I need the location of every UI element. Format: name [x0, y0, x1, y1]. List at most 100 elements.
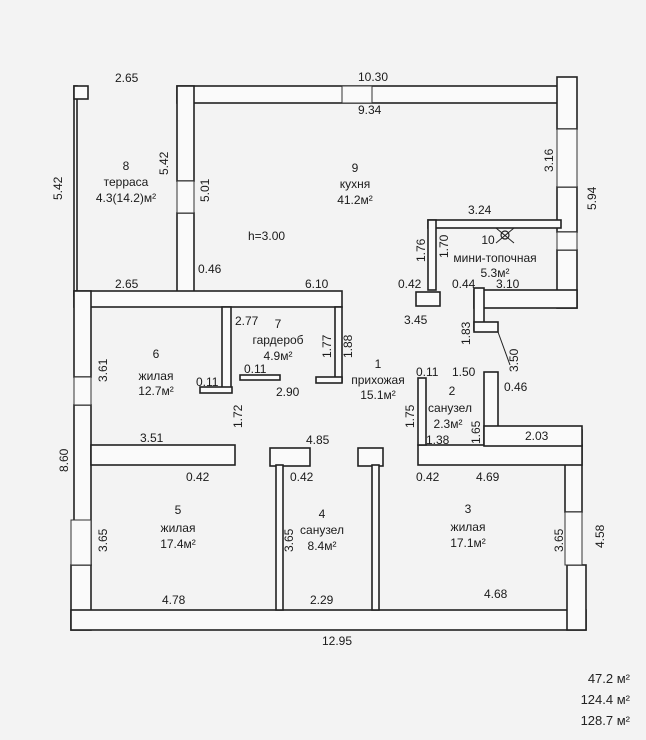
room-area: 17.4м² [160, 537, 196, 551]
dim-label: 10.30 [358, 70, 388, 84]
dim-label: 9.34 [358, 103, 382, 117]
dim-label: 1.88 [341, 334, 355, 358]
room-area: 5.3м² [481, 266, 510, 280]
dim-label: 3.10 [496, 277, 520, 291]
dim-label: 3.51 [140, 431, 164, 445]
dim-label: 6.10 [305, 277, 329, 291]
dim-label: 4.78 [162, 593, 186, 607]
dim-label: 12.95 [322, 634, 352, 648]
dim-label: 3.65 [552, 528, 566, 552]
room-name: жилая [139, 369, 174, 383]
dim-label: 1.83 [459, 321, 473, 345]
dim-label: 3.65 [282, 528, 296, 552]
room-8: 8 терраса 4.3(14.2)м² [96, 159, 156, 205]
room-2: 2 санузел 2.3м² [428, 384, 472, 431]
dim-label: 1.77 [320, 334, 334, 358]
room-name: санузел [428, 401, 472, 415]
room-area: 15.1м² [360, 388, 396, 402]
room-area: 2.3м² [434, 417, 463, 431]
room-name: кухня [340, 177, 371, 191]
room-name: санузел [300, 523, 344, 537]
dim-label: 4.85 [306, 433, 330, 447]
room-name: жилая [451, 520, 486, 534]
dim-label: 5.42 [157, 151, 171, 175]
boiler-icon [495, 227, 515, 244]
room-6: 6 жилая 12.7м² [138, 347, 174, 398]
dim-label: 4.58 [593, 524, 607, 548]
room-area: 4.3(14.2)м² [96, 191, 156, 205]
dim-label: 1.70 [437, 234, 451, 258]
room-num: 9 [352, 161, 359, 175]
room-name: гардероб [252, 333, 303, 347]
total-line: 128.7 м² [580, 713, 630, 728]
dim-label: 1.65 [469, 420, 483, 444]
dim-label: 1.50 [452, 365, 476, 379]
dim-label: 4.68 [484, 587, 508, 601]
ceiling-height-label: h=3.00 [248, 229, 285, 243]
area-totals: 47.2 м² 124.4 м² 128.7 м² [480, 668, 630, 731]
room-num: 2 [449, 384, 456, 398]
leader-line [497, 331, 511, 366]
room-num: 7 [275, 317, 282, 331]
windows [70, 85, 583, 566]
dim-label: 0.42 [290, 470, 314, 484]
room-area: 12.7м² [138, 384, 174, 398]
dim-label: 5.01 [198, 178, 212, 202]
room-1: 1 прихожая 15.1м² [351, 357, 404, 402]
dim-label: 2.77 [235, 314, 259, 328]
room-area: 8.4м² [308, 539, 337, 553]
dim-label: 0.46 [198, 262, 222, 276]
dim-label: 0.11 [416, 365, 439, 379]
walls [70, 76, 587, 631]
room-10: 10 мини-топочная 5.3м² [453, 233, 536, 280]
dim-label: 1.76 [414, 238, 428, 262]
dim-label: 5.42 [51, 176, 65, 200]
room-area: 4.9м² [264, 349, 293, 363]
dim-label: 3.61 [96, 358, 110, 382]
room-num: 6 [153, 347, 160, 361]
dim-label: 0.42 [398, 277, 422, 291]
room-num: 4 [319, 507, 326, 521]
dim-label: 0.46 [504, 380, 528, 394]
dim-label: 2.65 [115, 277, 139, 291]
room-area: 17.1м² [450, 536, 486, 550]
dim-label: 2.29 [310, 593, 334, 607]
dim-label: 0.42 [416, 470, 440, 484]
dim-label: 3.45 [404, 313, 428, 327]
dim-label: 3.65 [96, 528, 110, 552]
room-num: 3 [465, 502, 472, 516]
room-num: 1 [375, 357, 382, 371]
dim-label: 0.44 [452, 277, 476, 291]
dim-label: 8.60 [57, 448, 71, 472]
room-name: терраса [104, 175, 149, 189]
dim-label: 2.90 [276, 385, 300, 399]
room-5: 5 жилая 17.4м² [160, 503, 196, 551]
total-line: 47.2 м² [587, 671, 630, 686]
dim-label: 1.72 [231, 404, 245, 428]
dim-label: 2.03 [525, 429, 549, 443]
dim-label: 5.94 [585, 186, 599, 210]
dim-label: 1.38 [426, 433, 450, 447]
dim-label: 3.50 [507, 348, 521, 372]
dim-label: 0.11 [196, 375, 219, 389]
dim-label: 1.75 [403, 404, 417, 428]
room-name: прихожая [351, 373, 404, 387]
room-num: 8 [123, 159, 130, 173]
dimension-labels: 2.65 10.30 9.34 5.42 5.42 5.01 3.16 5.94… [51, 70, 607, 648]
dim-label: 4.69 [476, 470, 500, 484]
room-name: мини-топочная [453, 251, 536, 265]
room-9: 9 кухня 41.2м² [337, 161, 373, 207]
room-3: 3 жилая 17.1м² [450, 502, 486, 550]
dim-label: 3.16 [542, 148, 556, 172]
dim-label: 3.24 [468, 203, 492, 217]
room-area: 41.2м² [337, 193, 373, 207]
room-num: 10 [481, 233, 495, 247]
room-num: 5 [175, 503, 182, 517]
room-name: жилая [161, 521, 196, 535]
total-line: 124.4 м² [580, 692, 630, 707]
room-7: 7 гардероб 4.9м² [252, 317, 303, 363]
room-4: 4 санузел 8.4м² [300, 507, 344, 553]
dim-label: 0.42 [186, 470, 210, 484]
dim-label: 0.11 [244, 362, 267, 376]
